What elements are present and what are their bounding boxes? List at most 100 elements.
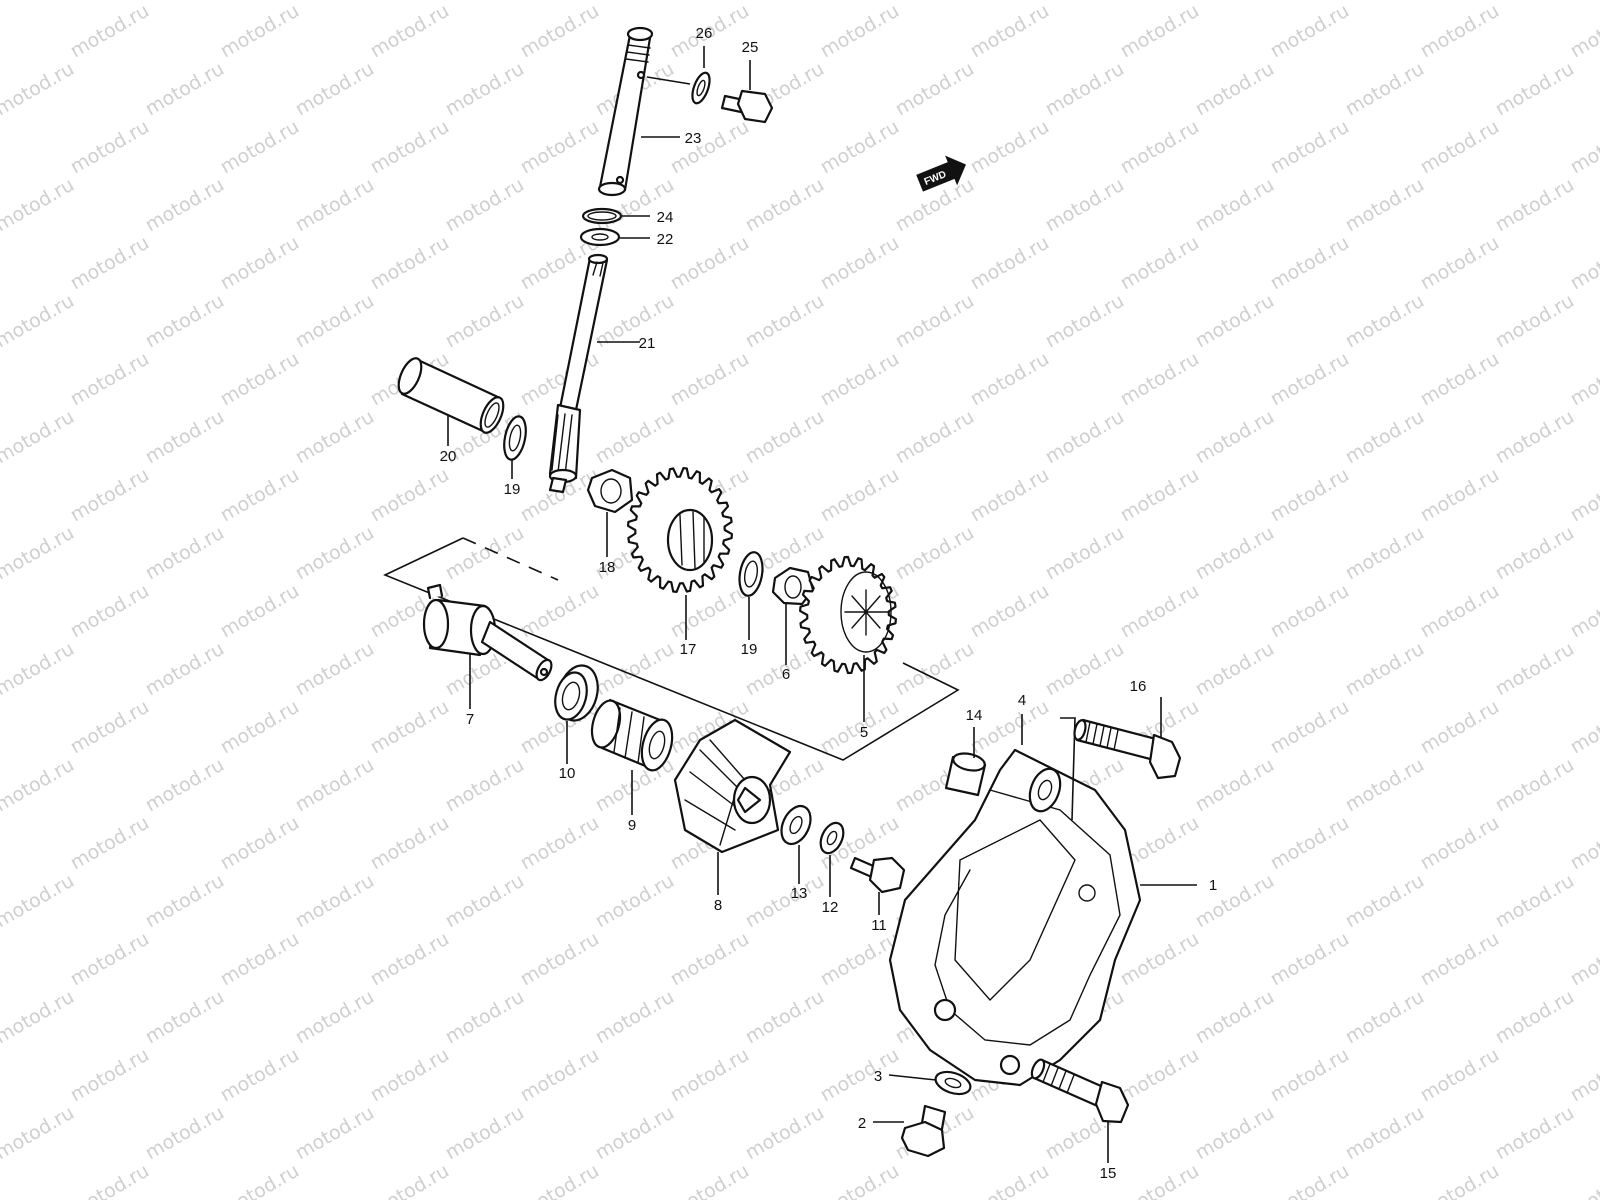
watermark-text: motod.ru	[892, 406, 978, 469]
watermark-text: motod.ru	[517, 1160, 603, 1200]
watermark-text: motod.ru	[592, 406, 678, 469]
watermark-text: motod.ru	[892, 638, 978, 701]
watermark-text: motod.ru	[517, 1044, 603, 1107]
watermark-text: motod.ru	[0, 348, 3, 411]
watermark-text: motod.ru	[67, 116, 153, 179]
watermark-text: motod.ru	[1042, 290, 1128, 353]
part-number-18: 18	[599, 559, 616, 576]
watermark-text: motod.ru	[1192, 1102, 1278, 1165]
watermark-text: motod.ru	[1192, 638, 1278, 701]
assembly-frame	[383, 537, 960, 761]
watermark-text: motod.ru	[67, 0, 153, 62]
part-number-15: 15	[1100, 1165, 1117, 1182]
watermark-text: motod.ru	[967, 232, 1053, 295]
part-number-8: 8	[714, 897, 722, 914]
watermark-text: motod.ru	[367, 812, 453, 875]
watermark-text: motod.ru	[1417, 580, 1503, 643]
watermark-text: motod.ru	[0, 0, 3, 62]
watermark-text: motod.ru	[817, 0, 903, 62]
watermark-text: motod.ru	[367, 232, 453, 295]
watermark-text: motod.ru	[0, 522, 78, 585]
watermark-text: motod.ru	[142, 522, 228, 585]
watermark-text: motod.ru	[1267, 696, 1353, 759]
watermark-text: motod.ru	[1267, 348, 1353, 411]
watermark-text: motod.ru	[1342, 986, 1428, 1049]
watermark-text: motod.ru	[1267, 464, 1353, 527]
watermark-text: motod.ru	[817, 232, 903, 295]
watermark-text: motod.ru	[1117, 116, 1203, 179]
watermark-text: motod.ru	[1117, 1160, 1203, 1200]
watermark-text: motod.ru	[892, 522, 978, 585]
watermark-text: motod.ru	[0, 812, 3, 875]
part-1-pump-cover-drawing	[888, 748, 1142, 1087]
watermark-text: motod.ru	[1192, 174, 1278, 237]
part-number-9: 9	[628, 817, 636, 834]
watermark-text: motod.ru	[592, 1102, 678, 1165]
watermark-text: motod.ru	[142, 290, 228, 353]
watermark-text: motod.ru	[1267, 1160, 1353, 1200]
watermark-text: motod.ru	[1192, 870, 1278, 933]
watermark-text: motod.ru	[292, 1102, 378, 1165]
watermark-text: motod.ru	[1042, 0, 1128, 4]
watermark-text: motod.ru	[292, 406, 378, 469]
watermark-text: motod.ru	[1567, 580, 1600, 643]
watermark-text: motod.ru	[517, 928, 603, 991]
part-number-6: 6	[782, 666, 790, 683]
watermark-text: motod.ru	[817, 348, 903, 411]
watermark-text: motod.ru	[292, 638, 378, 701]
part-number-24: 24	[657, 209, 674, 226]
watermark-text: motod.ru	[742, 290, 828, 353]
watermark-text: motod.ru	[1342, 870, 1428, 933]
watermark-text: motod.ru	[142, 870, 228, 933]
watermark-text: motod.ru	[742, 174, 828, 237]
watermark-text: motod.ru	[742, 406, 828, 469]
watermark-text: motod.ru	[667, 348, 753, 411]
part-8-impeller-drawing	[673, 718, 792, 854]
watermark-text: motod.ru	[1492, 406, 1578, 469]
leader-lines	[447, 46, 1197, 1163]
watermark-text: motod.ru	[817, 464, 903, 527]
part-23-shaft-drawing	[597, 26, 654, 197]
watermark-text: motod.ru	[442, 58, 528, 121]
part-number-14: 14	[966, 707, 983, 724]
part-number-17: 17	[680, 641, 697, 658]
part-24-oring-inner	[587, 211, 617, 221]
watermark-text: motod.ru	[1417, 116, 1503, 179]
part-number-25: 25	[742, 39, 759, 56]
watermark-text: motod.ru	[1117, 928, 1203, 991]
watermark-text: motod.ru	[1267, 812, 1353, 875]
watermark-text: motod.ru	[1492, 58, 1578, 121]
watermark-text: motod.ru	[217, 1044, 303, 1107]
part-3-washer-drawing	[934, 1070, 972, 1096]
watermark-text: motod.ru	[1417, 928, 1503, 991]
watermark-text: motod.ru	[0, 174, 78, 237]
part-26-washer-drawing	[691, 71, 711, 105]
watermark-text: motod.ru	[1417, 464, 1503, 527]
watermark-text: motod.ru	[1417, 696, 1503, 759]
watermark-text: motod.ru	[1267, 928, 1353, 991]
part-number-3: 3	[874, 1068, 882, 1085]
watermark-text: motod.ru	[0, 928, 3, 991]
part-number-2: 2	[858, 1115, 866, 1132]
part-number-20: 20	[440, 448, 457, 465]
watermark-text: motod.ru	[967, 580, 1053, 643]
watermark-text: motod.ru	[67, 580, 153, 643]
watermark-text: motod.ru	[1417, 1160, 1503, 1200]
watermark-text: motod.ru	[217, 580, 303, 643]
watermark-text: motod.ru	[442, 0, 528, 4]
watermark-text: motod.ru	[1567, 1044, 1600, 1107]
watermark-text: motod.ru	[1342, 1102, 1428, 1165]
watermark-text: motod.ru	[1417, 1044, 1503, 1107]
watermark-text: motod.ru	[367, 696, 453, 759]
watermark-text: motod.ru	[142, 174, 228, 237]
watermark-text: motod.ru	[1567, 928, 1600, 991]
watermark-text: motod.ru	[67, 928, 153, 991]
part-25-bolt-drawing	[720, 89, 774, 124]
watermark-text: motod.ru	[0, 0, 78, 4]
watermark-text: motod.ru	[142, 986, 228, 1049]
watermark-text: motod.ru	[1492, 870, 1578, 933]
watermark-text: motod.ru	[1117, 232, 1203, 295]
watermark-text: motod.ru	[1342, 754, 1428, 817]
watermark-text: motod.ru	[292, 754, 378, 817]
